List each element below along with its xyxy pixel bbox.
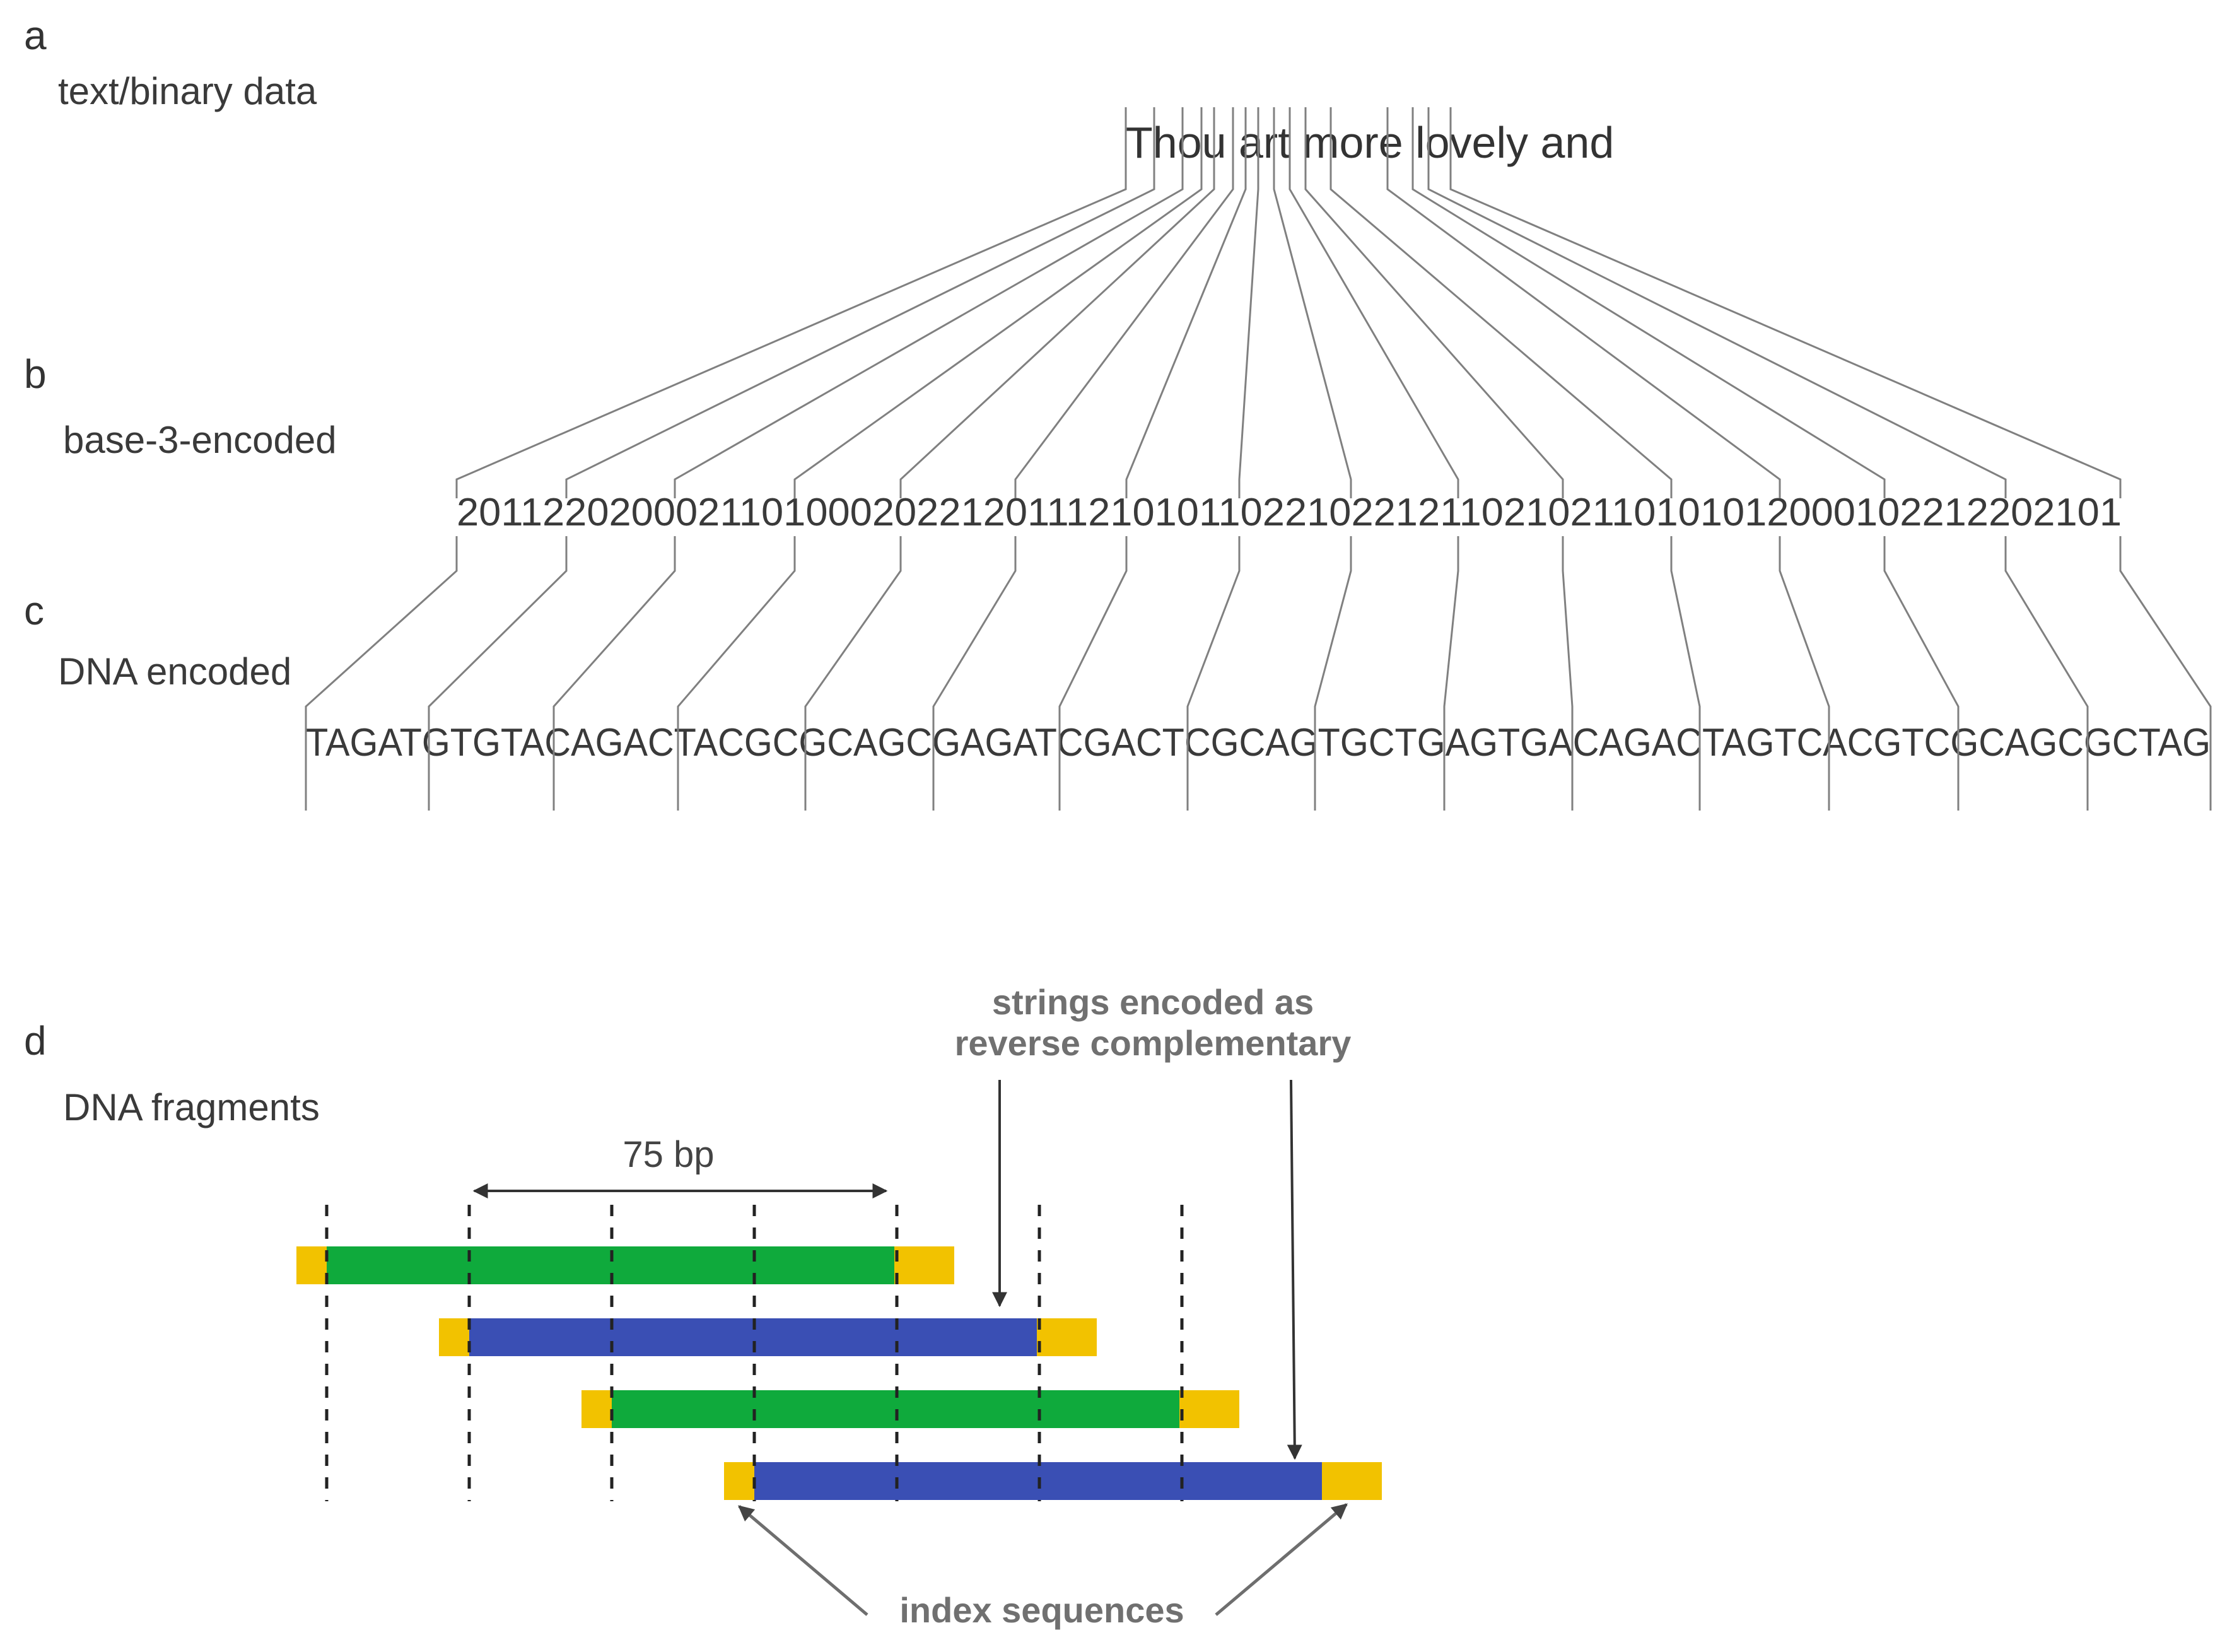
mapping-line-bc <box>552 536 676 719</box>
annotation-reverse-complement-line1: strings encoded as <box>992 982 1314 1022</box>
mapping-line-ab <box>899 107 1215 498</box>
index-sequence-left <box>296 1246 327 1284</box>
dna-fragments <box>296 1246 1382 1500</box>
mapping-line-bc <box>1186 536 1241 719</box>
mapping-line-bc <box>1443 536 1459 719</box>
index-sequence-left <box>724 1462 754 1500</box>
mapping-line-ab <box>565 107 1155 498</box>
mapping-lines-base3-to-dna <box>305 536 2212 719</box>
mapping-line-ab <box>1449 107 2122 498</box>
dna-string: TAGATGTGTACAGACTACGCGCAGCGAGATCGACTCGCAG… <box>306 721 2211 764</box>
mapping-line-bc <box>804 536 902 719</box>
panel-b-label: base-3-encoded <box>63 419 337 461</box>
mapping-line-bc <box>2004 536 2089 719</box>
mapping-line-ab <box>1014 107 1234 498</box>
segment-dashed-lines <box>325 1205 1184 1501</box>
mapping-line-ab <box>674 107 1184 498</box>
mapping-line-bc <box>428 536 568 719</box>
mapping-line-bc <box>1779 536 1830 719</box>
panel-b-letter: b <box>24 351 47 397</box>
annotation-reverse-complement-line2: reverse complementary <box>955 1023 1352 1063</box>
panel-d-letter: d <box>24 1018 47 1063</box>
bp-length-label: 75 bp <box>622 1134 714 1175</box>
mapping-line-ab <box>1125 107 1247 498</box>
panel-c-label: DNA encoded <box>58 650 291 693</box>
index-arrow-right <box>1215 1503 1348 1616</box>
mapping-line-ab <box>455 107 1127 498</box>
mapping-line-ab <box>793 107 1203 498</box>
mapping-line-bc <box>1058 536 1128 719</box>
base3-string: 2011220200021101000202212011121010110221… <box>457 491 2122 534</box>
mapping-line-ab <box>1427 107 2007 498</box>
reverse-complement-arrow-2 <box>1287 1079 1302 1460</box>
mapping-line-ab <box>1386 107 1781 498</box>
mapping-line-bc <box>2119 536 2212 719</box>
mapping-line-ab <box>1238 107 1259 498</box>
mapping-line-ab <box>1411 107 1886 498</box>
text-data: Thou art more lovely and <box>1126 118 1614 167</box>
annotation-index-sequences: index sequences <box>899 1590 1184 1630</box>
panel-a-label: text/binary data <box>58 70 317 112</box>
dna-segment-ticks <box>305 710 2212 811</box>
index-sequence-right <box>1037 1318 1097 1356</box>
index-arrow-left <box>738 1505 868 1616</box>
panel-c-letter: c <box>24 588 44 633</box>
panel-d-label: DNA fragments <box>63 1086 320 1128</box>
index-sequence-right <box>894 1246 954 1284</box>
index-sequence-left <box>439 1318 469 1356</box>
mapping-line-ab <box>1304 107 1564 498</box>
mapping-line-ab <box>1273 107 1352 498</box>
mapping-line-bc <box>932 536 1017 719</box>
mapping-line-bc <box>1883 536 1960 719</box>
mapping-line-bc <box>1670 536 1701 719</box>
panel-a-letter: a <box>24 13 47 58</box>
mapping-line-ab <box>1288 107 1459 498</box>
mapping-line-bc <box>1314 536 1352 719</box>
index-sequence-right <box>1322 1462 1382 1500</box>
mapping-line-ab <box>1329 107 1673 498</box>
index-sequence-right <box>1179 1390 1239 1428</box>
mapping-lines-text-to-base3 <box>455 107 2122 498</box>
mapping-line-bc <box>305 536 458 719</box>
mapping-line-bc <box>1562 536 1574 719</box>
index-sequence-left <box>581 1390 612 1428</box>
mapping-line-bc <box>677 536 796 719</box>
